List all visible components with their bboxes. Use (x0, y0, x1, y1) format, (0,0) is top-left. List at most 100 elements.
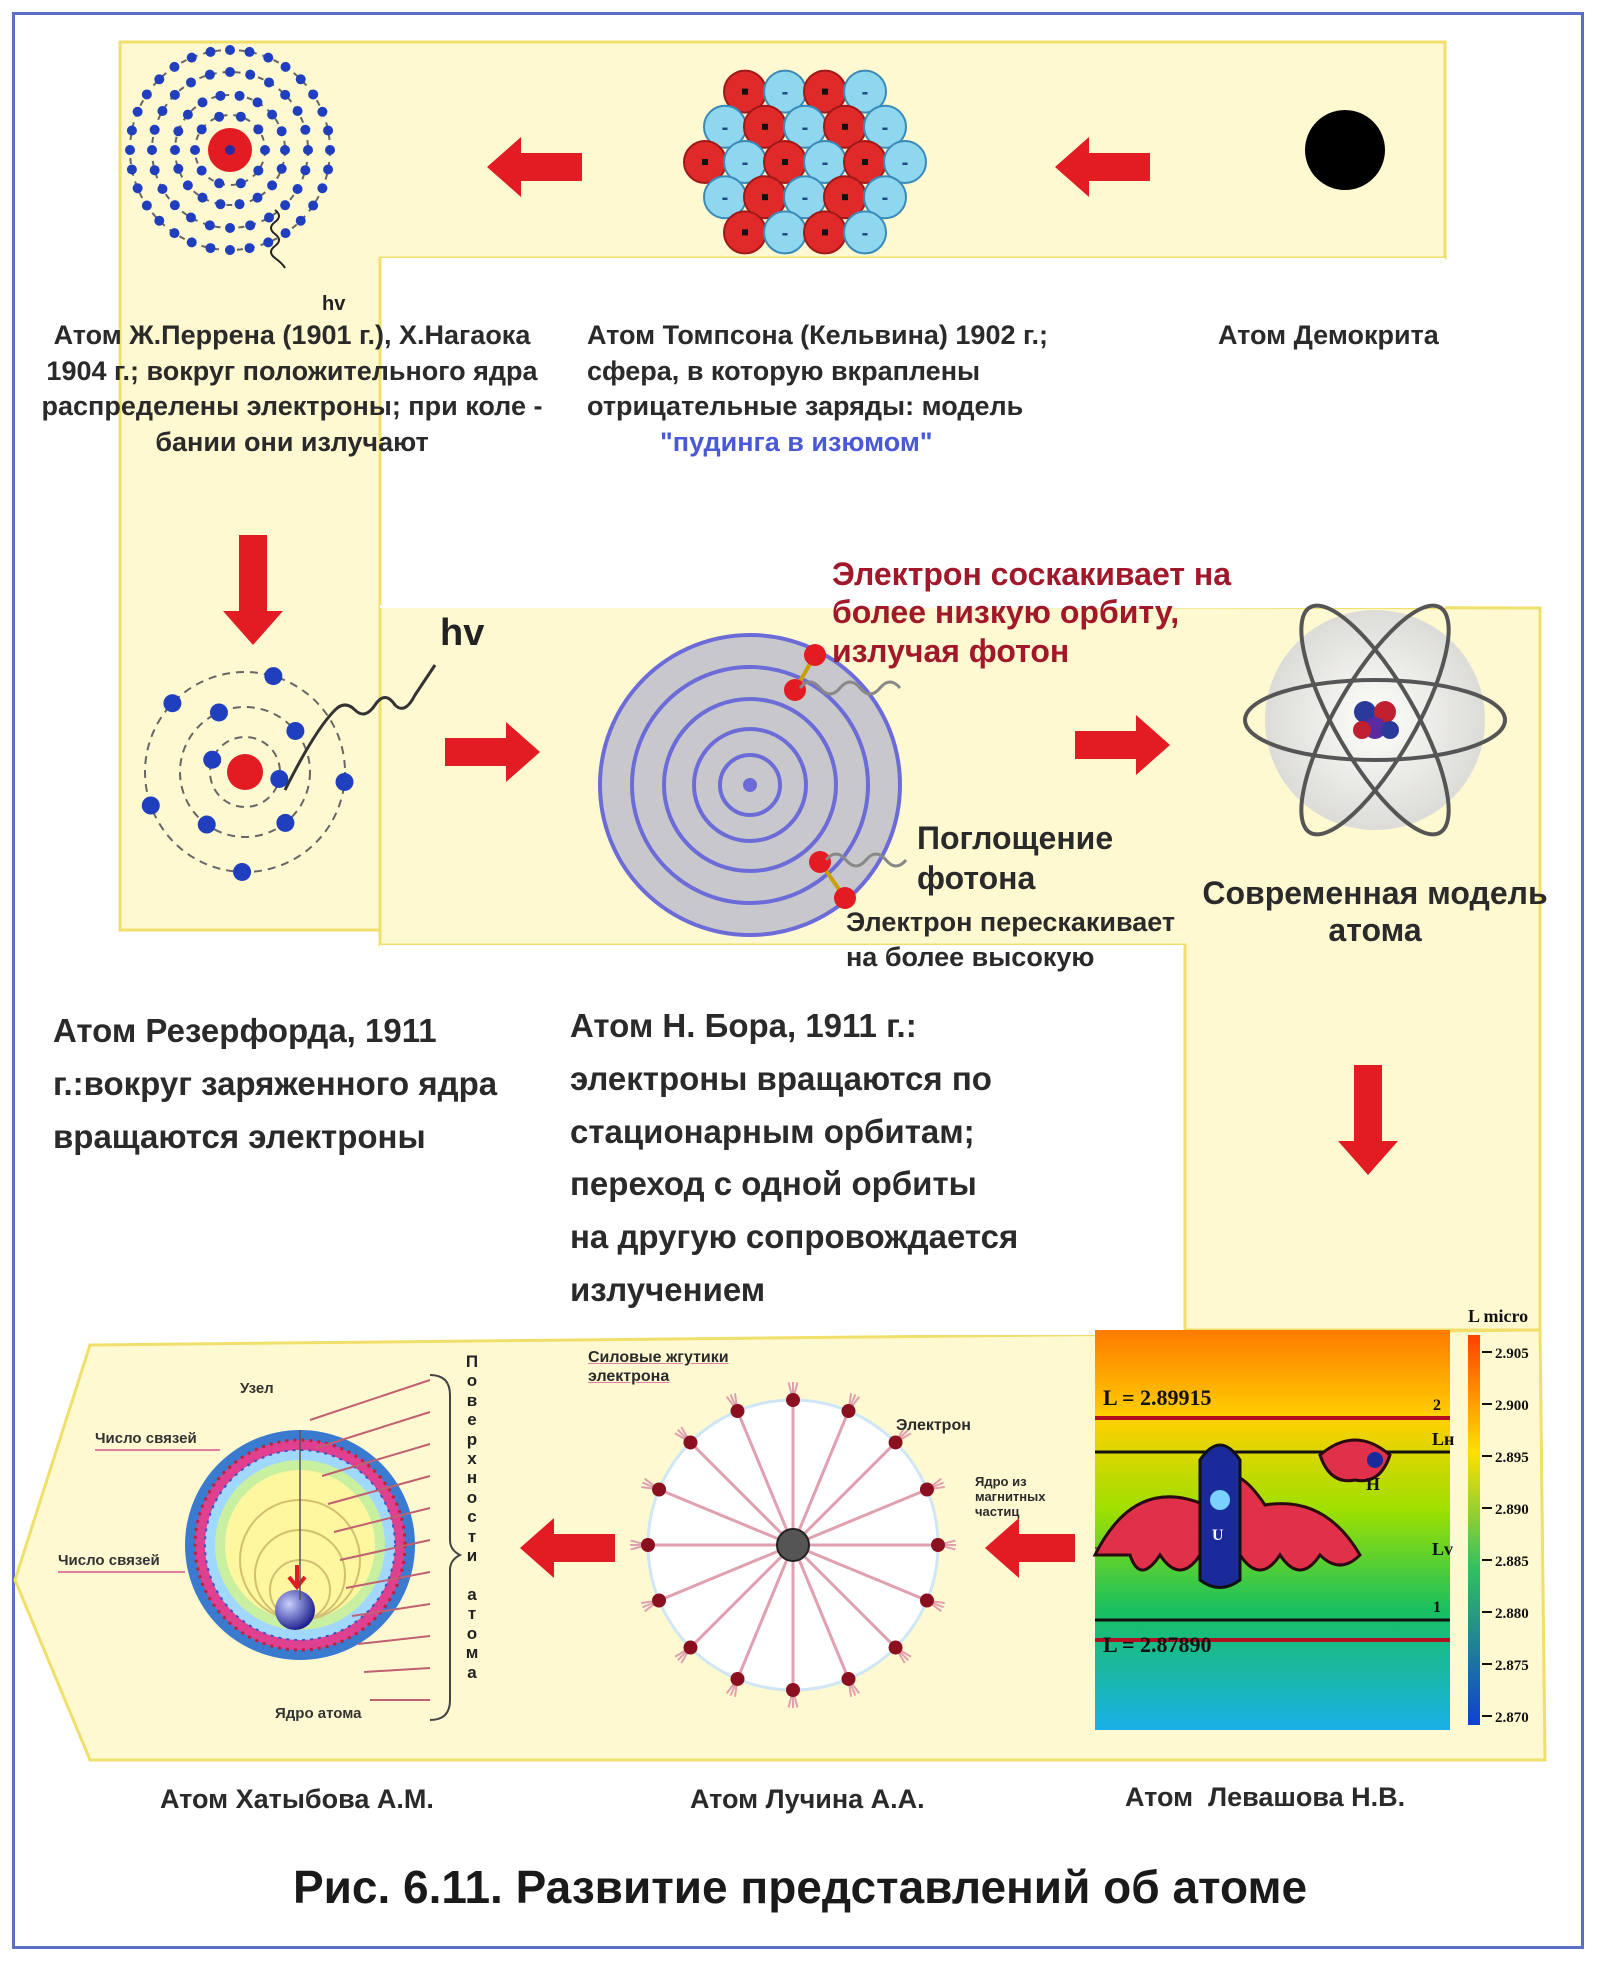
luchin-callout-tubes: Силовые жгутики электрона (588, 1349, 729, 1386)
modern-label: Современная модель атома (1202, 875, 1548, 948)
khatybov-surface-line (339, 1539, 431, 1561)
perrin-electron (205, 46, 216, 57)
perrin-electron (214, 178, 225, 189)
thomson-highlight: "пудинга в изюмом" (660, 426, 933, 457)
levashov-scale-label: 2.870 (1495, 1710, 1529, 1726)
rutherford-nucleus (227, 754, 263, 790)
rutherford-electron (276, 813, 295, 832)
figure-caption: Рис. 6.11. Развитие представлений об ато… (292, 1861, 1308, 1913)
luchin-electron (888, 1640, 903, 1655)
perrin-electron (295, 74, 306, 85)
perrin-electron (132, 183, 143, 194)
perrin-electron (280, 228, 291, 239)
khatybov-callout-links-1: Число связей (95, 1430, 197, 1447)
luchin-nucleus (776, 1528, 810, 1562)
perrin-electron (323, 164, 334, 175)
thomson-center-dot (842, 123, 848, 130)
khatybov-surface-lines (299, 1379, 431, 1701)
thomson-center-dot (762, 123, 768, 130)
rutherford-orbit (179, 706, 311, 838)
perrin-electron (170, 145, 180, 155)
perrin-electron (182, 180, 193, 191)
luchin-electron (652, 1482, 667, 1497)
perrin-electron (235, 111, 246, 122)
perrin-electron (186, 52, 197, 63)
perrin-electron (317, 106, 328, 117)
perrin-electron (295, 215, 306, 226)
perrin-electron (280, 145, 290, 155)
perrin-electron (303, 145, 313, 155)
perrin-electron (149, 124, 160, 135)
perrin-electron (204, 220, 215, 231)
thomson-minus-sign: - (782, 222, 789, 244)
luchin-electron (641, 1538, 655, 1552)
rutherford-electron (197, 815, 216, 834)
khatybov-bracket (429, 1374, 463, 1721)
levashov-scale-label: 2.880 (1495, 1606, 1529, 1622)
rutherford-label: Атом Резерфорда, 1911 г.:вокруг заряженн… (53, 1012, 498, 1155)
perrin-electron (276, 126, 287, 137)
thomson-atom: ------------- (683, 69, 927, 255)
perrin-electron (182, 109, 193, 120)
bohr-label: Атом Н. Бора, 1911 г.: электроны вращают… (570, 1007, 1019, 1308)
perrin-electron (132, 106, 143, 117)
luchin-force-tube (791, 1410, 850, 1546)
khatybov-surface-line (315, 1411, 431, 1449)
arrow-democritus-to-thomson (1055, 137, 1150, 197)
levashov-mark-h: H (1366, 1474, 1380, 1494)
levashov-level-top: L = 2.89915 (1103, 1385, 1212, 1410)
democritus-atom (1305, 110, 1385, 190)
arrow-modern-to-levashov (1338, 1065, 1398, 1175)
perrin-electron (169, 200, 180, 211)
perrin-electron (173, 163, 184, 174)
perrin-electron (169, 89, 180, 100)
perrin-electron (260, 145, 270, 155)
rutherford-photon-label: hv (440, 612, 484, 654)
perrin-electron (154, 215, 165, 226)
khatybov-label: Атом Хатыбова А.М. (160, 1784, 434, 1814)
perrin-electron (276, 163, 287, 174)
levashov-scale-label: 2.875 (1495, 1658, 1529, 1674)
luchin-electron (888, 1435, 903, 1450)
thomson-center-dot (742, 229, 748, 236)
perrin-electron (263, 52, 274, 63)
luchin-electron (652, 1593, 667, 1608)
perrin-electron (292, 184, 303, 194)
thomson-negative-charge (843, 69, 887, 114)
luchin-force-tube (792, 1488, 928, 1547)
thomson-center-dot (822, 229, 828, 236)
levashov-scale-label: 2.885 (1495, 1554, 1529, 1570)
perrin-electron (186, 77, 196, 88)
perrin-electron (280, 61, 291, 72)
thomson-minus-sign: - (742, 152, 749, 174)
perrin-electron (234, 90, 245, 101)
perrin-electron (173, 126, 184, 137)
perrin-electron (186, 212, 196, 223)
khatybov-callout-node: Узел (240, 1380, 274, 1397)
perrin-electron (300, 165, 311, 176)
outer-frame (12, 12, 1584, 1949)
thomson-center-dot (762, 194, 768, 201)
perrin-electron (197, 192, 208, 203)
khatybov-surface-label: П о в е р х н о с т и а т о м а (465, 1352, 479, 1682)
levashov-scale-label: 2.900 (1495, 1398, 1529, 1414)
perrin-electron (169, 228, 180, 239)
khatybov-callout-links-2: Число связей (58, 1552, 160, 1569)
khatybov-surface-line (351, 1603, 431, 1617)
khatybov-callouts: Узел Число связей Число связей Ядро атом… (58, 1380, 362, 1722)
luchin-electron (919, 1482, 934, 1497)
khatybov-surface-line (327, 1475, 431, 1505)
levashov-text: L = 2.89915 L = 2.87890 2 1 Lн Lv H U L … (1103, 1306, 1528, 1657)
perrin-electron (196, 124, 207, 135)
perrin-electron (235, 178, 246, 189)
rutherford-electron (209, 703, 228, 722)
perrin-electron (244, 243, 255, 254)
perrin-electron (204, 69, 215, 80)
perrin-electron (186, 237, 197, 248)
perrin-electron (267, 180, 278, 191)
bohr-emission-label: Электрон соскакивает на более низкую орб… (832, 556, 1231, 669)
perrin-electron (263, 237, 274, 248)
perrin-electron (126, 164, 137, 175)
bohr-absorption-title: Поглощение фотона (917, 820, 1114, 896)
